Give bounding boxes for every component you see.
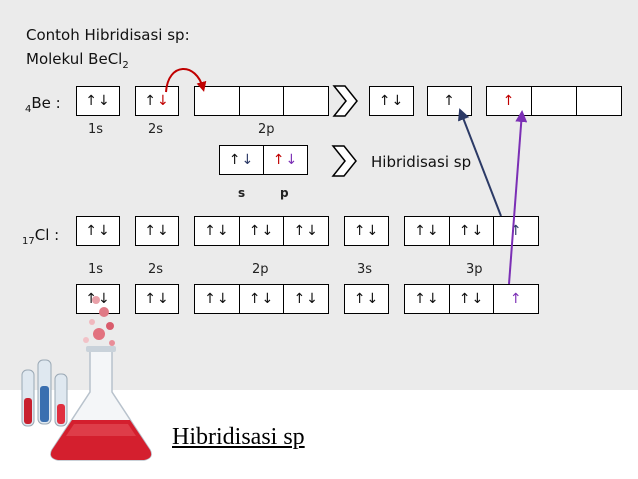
- cl2-orbital-2p: ↑↓↑↓↑↓: [194, 284, 329, 314]
- hybrid-sp-orbitals: ↑↓ ↑↓: [219, 145, 308, 175]
- be-label-2p: 2p: [258, 122, 275, 137]
- cl-label-1s: 1s: [88, 262, 104, 277]
- be-excited-1s: ↑↓: [369, 86, 414, 116]
- hybrid-label-p: p: [280, 186, 289, 200]
- electron-promotion-arrow: [165, 68, 207, 93]
- be-label-2s: 2s: [148, 122, 164, 137]
- chevron-right-icon: [332, 85, 358, 117]
- cl2-orbital-3s: ↑↓: [344, 284, 389, 314]
- cl1-orbital-1s: ↑↓: [76, 216, 120, 246]
- cl1-orbital-3p: ↑↓↑↓↑: [404, 216, 539, 246]
- cl2-orbital-3p: ↑↓↑↓↑: [404, 284, 539, 314]
- hybrid-text: Hibridisasi sp: [371, 153, 472, 171]
- be-excited-2p: ↑: [486, 86, 622, 116]
- slide-title: Hibridisasi sp: [172, 424, 305, 450]
- cl1-orbital-2p: ↑↓↑↓↑↓: [194, 216, 329, 246]
- cl1-orbital-2s: ↑↓: [135, 216, 179, 246]
- heading-line-2: Molekul BeCl2: [26, 50, 129, 71]
- be-orbital-2p: [194, 86, 329, 116]
- be-orbital-1s: ↑↓: [76, 86, 120, 116]
- be-label-1s: 1s: [88, 122, 104, 137]
- be-excited-2s: ↑: [427, 86, 472, 116]
- heading-line-1: Contoh Hibridisasi sp:: [26, 26, 190, 44]
- be-element-label: 4Be :: [25, 94, 61, 115]
- cl-label-3s: 3s: [357, 262, 373, 277]
- be-orbital-2s: ↑↓: [135, 86, 179, 116]
- cl-label-2p: 2p: [252, 262, 269, 277]
- hybrid-label-s: s: [238, 186, 246, 200]
- cl-label-2s: 2s: [148, 262, 164, 277]
- bond-arrow-navy: [458, 108, 502, 217]
- chevron-right-icon: [331, 145, 357, 177]
- cl1-orbital-3s: ↑↓: [344, 216, 389, 246]
- cl-label-3p: 3p: [466, 262, 483, 277]
- cl-element-label: 17Cl :: [22, 226, 60, 247]
- cl2-orbital-2s: ↑↓: [135, 284, 179, 314]
- bond-arrow-purple: [508, 110, 528, 285]
- chemistry-flask-icon: [21, 296, 152, 461]
